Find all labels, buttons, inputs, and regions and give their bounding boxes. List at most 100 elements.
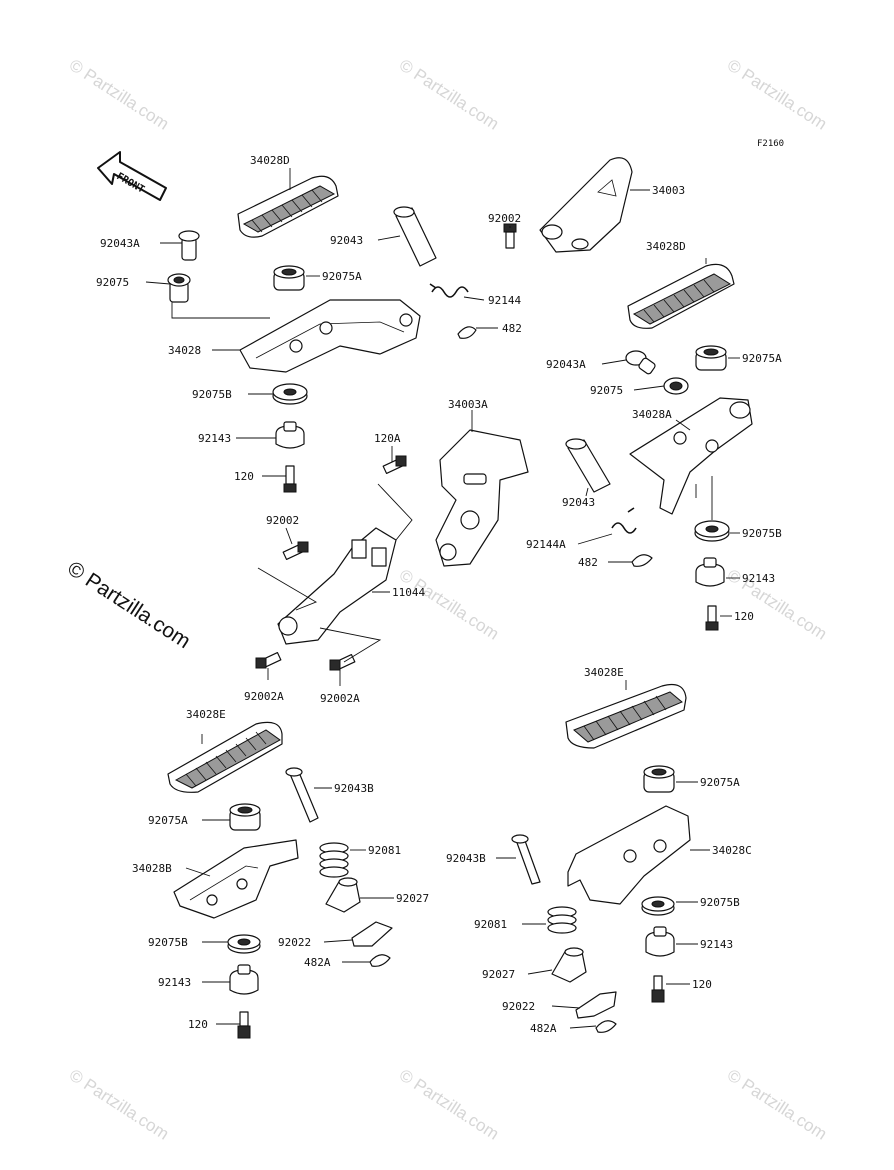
detent-92027-right — [551, 947, 587, 983]
collar-92143-ll — [229, 964, 259, 995]
spring-92144A — [611, 507, 637, 534]
label-92027-left: 92027 — [396, 892, 429, 905]
leader-lines — [145, 168, 740, 1029]
upper-right-assembly — [625, 263, 753, 631]
label-34028: 34028 — [168, 344, 201, 357]
plate-92022-left — [351, 921, 393, 947]
footpeg-rubber-34028D-left — [237, 175, 339, 238]
plate-92022-right — [575, 991, 617, 1019]
label-92043B-left: 92043B — [334, 782, 374, 795]
label-92043A-left: 92043A — [100, 237, 140, 250]
pin-92043B-right — [511, 834, 541, 885]
figure-code: F2160 — [757, 139, 784, 149]
footpeg-rubber-34028D-right — [627, 263, 735, 329]
spring-92081-left — [319, 842, 349, 878]
washer-92075B-right — [694, 520, 730, 542]
footpeg-bracket-34028C — [567, 805, 691, 905]
label-120-left: 120 — [234, 470, 254, 483]
collar-92143-right — [695, 557, 725, 587]
label-92002-top: 92002 — [488, 212, 521, 225]
watermark: © Partzilla.com — [396, 1065, 502, 1143]
label-34028A: 34028A — [632, 408, 672, 421]
bracket-11044 — [277, 527, 397, 645]
label-92022-left: 92022 — [278, 936, 311, 949]
label-92022-right: 92022 — [502, 1000, 535, 1013]
label-34003A: 34003A — [448, 398, 488, 411]
part-labels: 34028D 92043A 92075 92075A 34028 92075B … — [96, 154, 782, 1035]
footpeg-bracket-34028B — [173, 839, 299, 919]
bolt-120-right — [705, 605, 719, 631]
footpeg-bracket-34028A — [629, 397, 753, 515]
washer-92075B-left — [272, 383, 308, 405]
label-482A-right: 482A — [530, 1022, 557, 1035]
label-34028C: 34028C — [712, 844, 752, 857]
label-92075A-ll: 92075A — [148, 814, 188, 827]
label-482-right: 482 — [578, 556, 598, 569]
damper-92075A-left — [273, 265, 305, 291]
label-92143-lr: 92143 — [700, 938, 733, 951]
damper-92075A-right — [695, 345, 727, 371]
clip-482-right — [631, 554, 653, 567]
pin-92043A-right — [625, 350, 656, 375]
pin-92043A-left — [178, 230, 200, 261]
label-92075B-left: 92075B — [192, 388, 232, 401]
watermark: © Partzilla.com — [724, 55, 830, 133]
bolt-120-lr — [651, 975, 665, 1003]
label-34028E-left: 34028E — [186, 708, 226, 721]
label-92043A-right: 92043A — [546, 358, 586, 371]
label-92143-left: 92143 — [198, 432, 231, 445]
footpeg-rubber-34028E-right — [565, 683, 687, 749]
label-92075A-left: 92075A — [322, 270, 362, 283]
label-92043-right: 92043 — [562, 496, 595, 509]
label-92002A-right: 92002A — [320, 692, 360, 705]
label-92081-left: 92081 — [368, 844, 401, 857]
center-assembly — [255, 429, 653, 671]
watermark: © Partzilla.com — [66, 55, 172, 133]
label-92002-mid: 92002 — [266, 514, 299, 527]
label-92075-right: 92075 — [590, 384, 623, 397]
spring-92081-right — [547, 906, 577, 934]
bolt-92002A-left — [255, 651, 282, 669]
label-92143-right: 92143 — [742, 572, 775, 585]
footpeg-bracket-34028 — [239, 299, 421, 373]
watermark: © Partzilla.com — [724, 1065, 830, 1143]
collar-92143-lr — [645, 926, 675, 957]
collar-92143-left — [275, 421, 305, 449]
bolt-92002-mid — [282, 541, 309, 561]
damper-92075A-lr — [643, 765, 675, 793]
bushing-92075-right — [663, 377, 689, 395]
bracket-34003A — [435, 429, 529, 567]
bolt-120-ll — [237, 1011, 251, 1039]
label-482: 482 — [502, 322, 522, 335]
label-34028E-right: 34028E — [584, 666, 624, 679]
label-92075B-ll: 92075B — [148, 936, 188, 949]
label-34028D-top: 34028D — [250, 154, 290, 167]
watermark: © Partzilla.com — [724, 565, 830, 643]
bushing-92075-left — [167, 273, 191, 303]
watermark: © Partzilla.com — [66, 1065, 172, 1143]
label-92075A-lr: 92075A — [700, 776, 740, 789]
watermark: © Partzilla.com — [396, 565, 502, 643]
label-92075B-lr: 92075B — [700, 896, 740, 909]
pin-92043-right — [565, 438, 611, 493]
footpeg-rubber-34028E-left — [167, 721, 283, 793]
pin-92043-top — [393, 206, 437, 267]
lower-right-assembly — [511, 683, 691, 1033]
label-34028B: 34028B — [132, 862, 172, 875]
label-482A-left: 482A — [304, 956, 331, 969]
clip-482A-right — [595, 1020, 617, 1033]
label-11044: 11044 — [392, 586, 425, 599]
damper-92075A-ll — [229, 803, 261, 831]
label-120-lr: 120 — [692, 978, 712, 991]
bolt-120A — [382, 455, 407, 475]
label-92081-right: 92081 — [474, 918, 507, 931]
washer-92075B-lr — [641, 896, 675, 916]
spring-92144 — [429, 283, 469, 298]
front-arrow-icon: FRONT — [97, 151, 167, 201]
label-120-ll: 120 — [188, 1018, 208, 1031]
label-120-right: 120 — [734, 610, 754, 623]
washer-92075B-ll — [227, 934, 261, 954]
lower-left-assembly — [167, 721, 393, 1039]
label-34028D-right: 34028D — [646, 240, 686, 253]
